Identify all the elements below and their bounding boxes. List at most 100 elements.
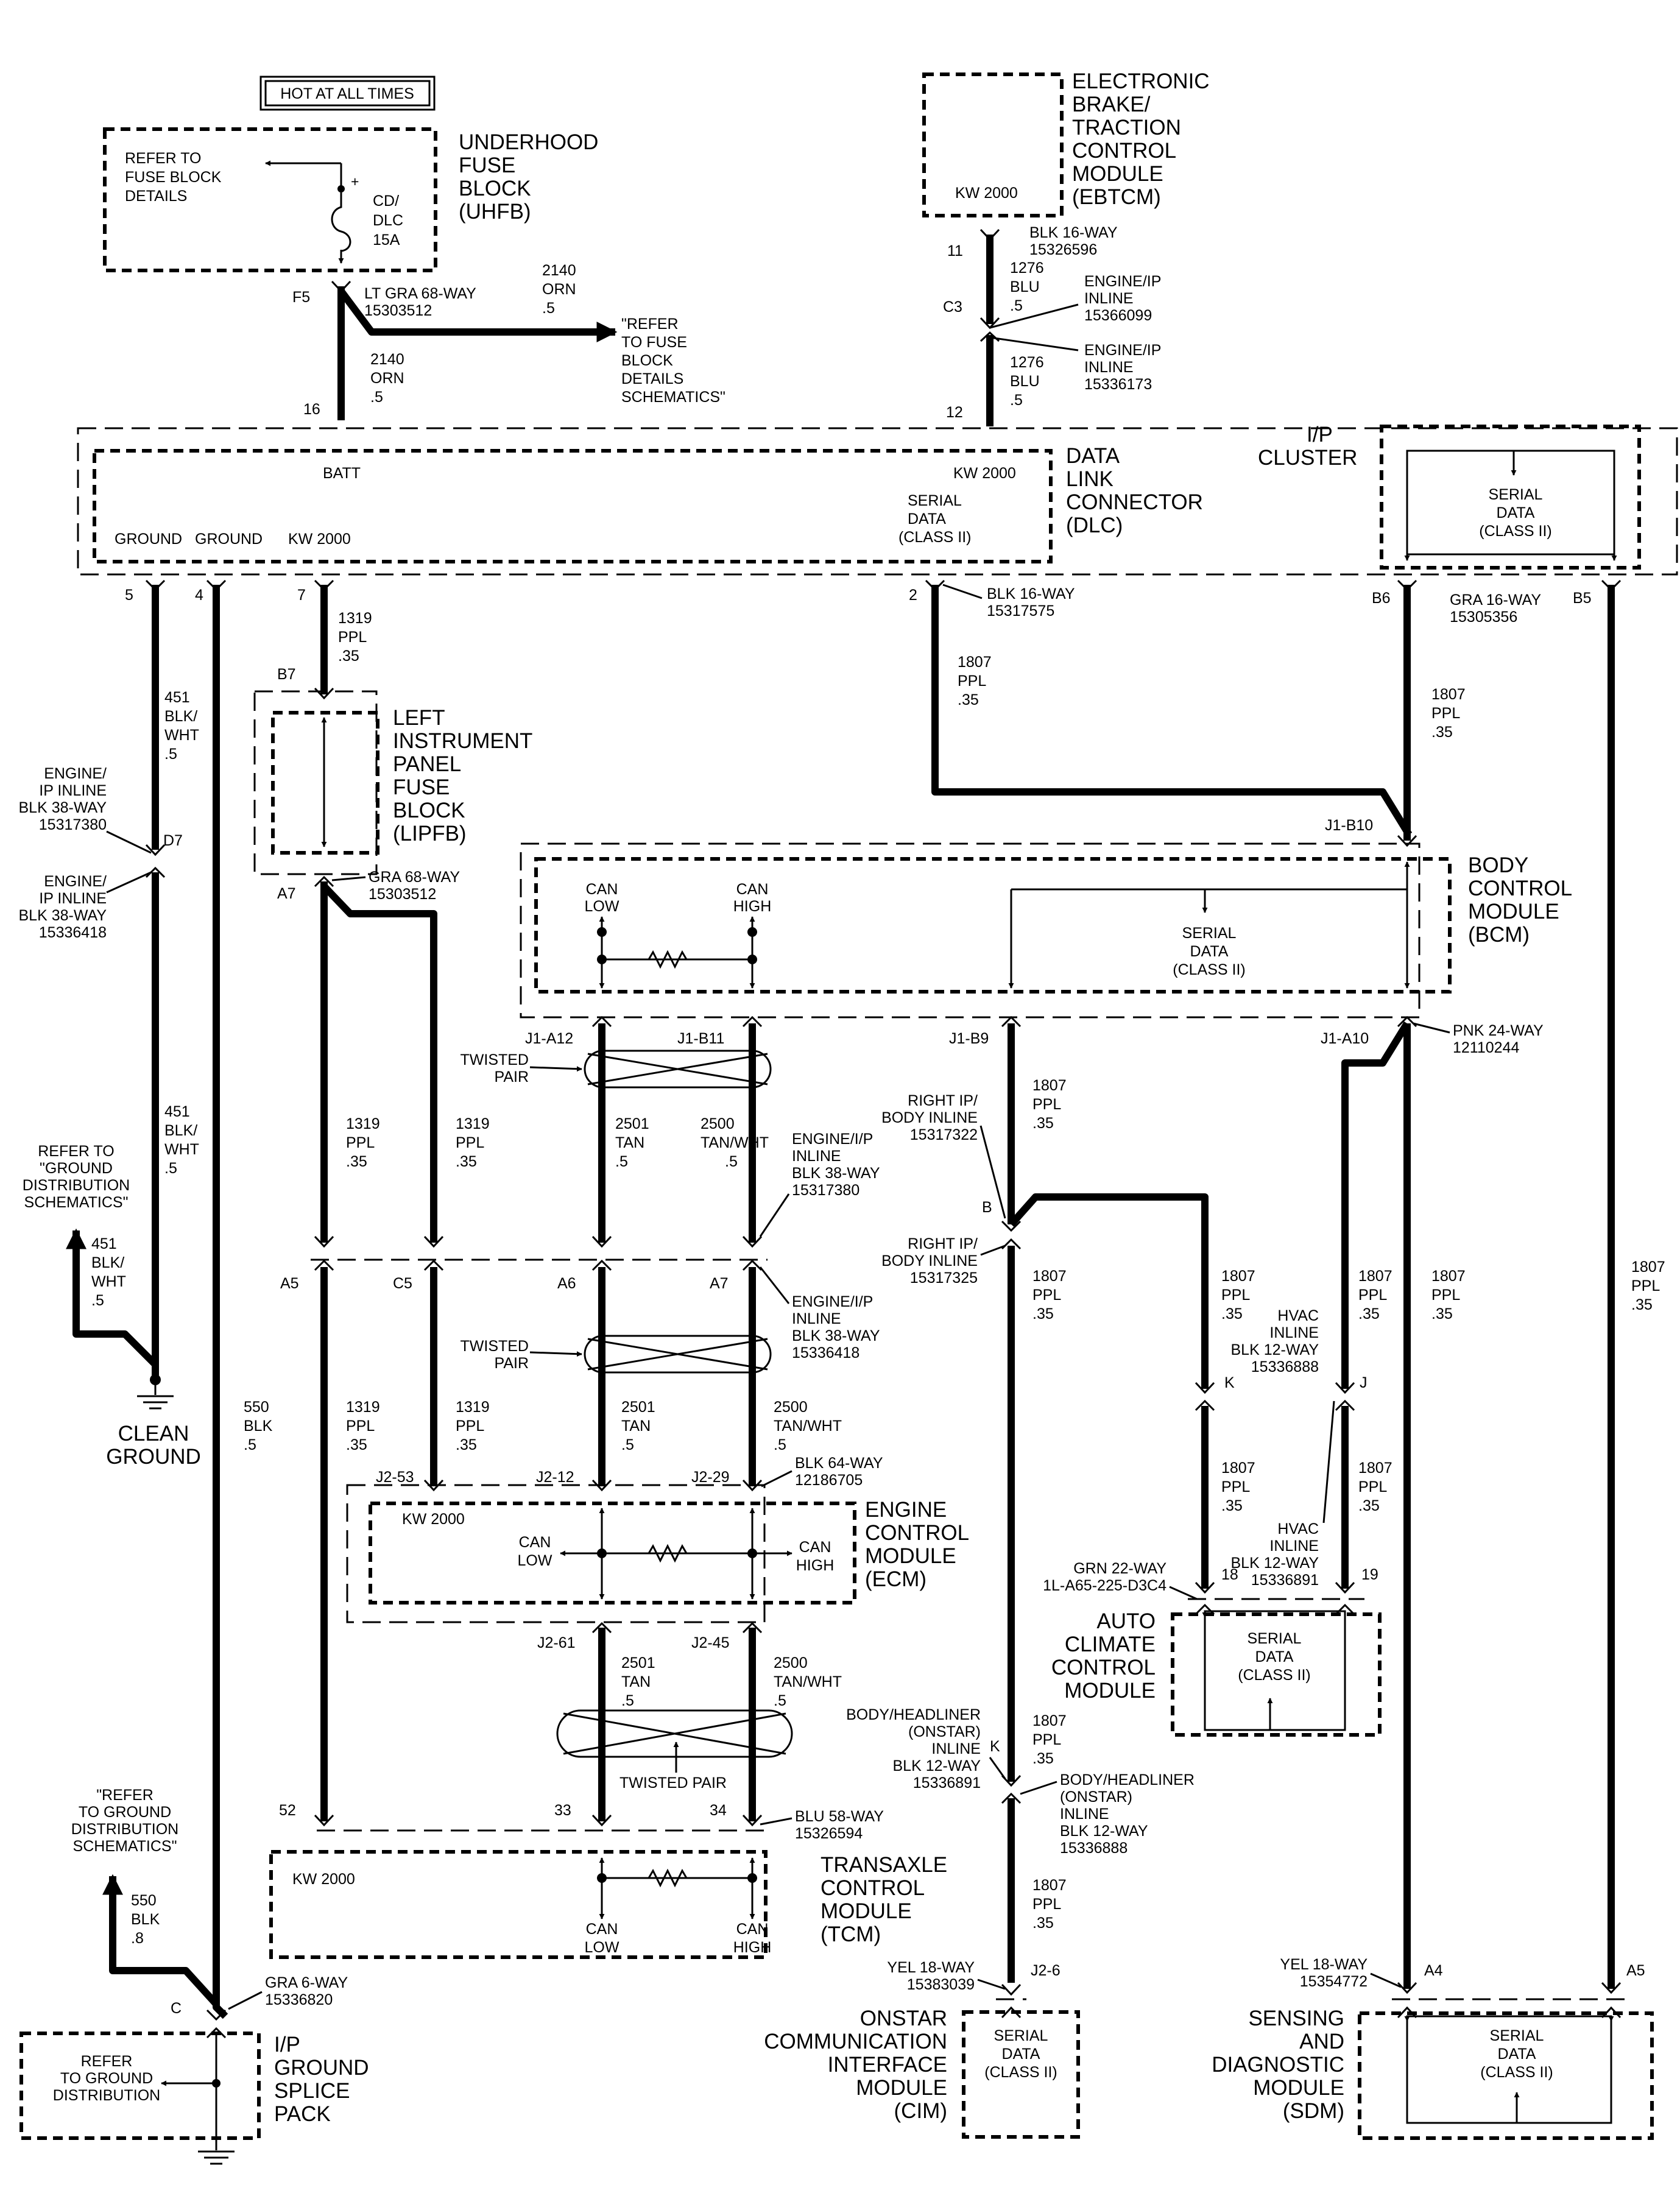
diagram-label: 15383039: [907, 1976, 975, 1993]
diagram-label: (ONSTAR): [908, 1723, 981, 1740]
diagram-label: GROUND: [106, 1445, 201, 1469]
diagram-label: .35: [1032, 1750, 1054, 1767]
diagram-label: CD/: [373, 192, 399, 210]
diagram-label: 19: [1361, 1566, 1378, 1583]
diagram-label: .35: [456, 1153, 477, 1170]
diagram-label: SERIAL: [1490, 2027, 1544, 2044]
diagram-label: BLK 38-WAY: [19, 799, 107, 816]
wire-1807-ppl-dlc-bcm: [931, 585, 1413, 837]
diagram-label: J1-B9: [949, 1030, 989, 1047]
diagram-label: (CLASS II): [984, 2064, 1057, 2081]
diagram-label: INLINE: [792, 1148, 841, 1165]
diagram-label: TWISTED PAIR: [619, 1774, 727, 1792]
diagram-label: +: [351, 174, 359, 189]
diagram-label: FUSE: [459, 154, 515, 177]
diagram-label: 34: [710, 1802, 727, 1819]
diagram-label: PPL: [1221, 1478, 1250, 1495]
diagram-label: 52: [279, 1802, 296, 1819]
diagram-label: CAN: [519, 1534, 551, 1551]
diagram-label: TO GROUND: [60, 2070, 153, 2087]
diagram-label: CONTROL: [1072, 139, 1176, 163]
diagram-label: PACK: [274, 2102, 331, 2126]
diagram-label: 15336888: [1251, 1358, 1319, 1375]
diagram-label: 1319: [346, 1399, 380, 1416]
diagram-label: GRA 16-WAY: [1450, 591, 1541, 609]
diagram-label: .35: [1358, 1305, 1380, 1322]
transaxle-control-module: KW 2000 CAN LOW CAN HIGH TRANSAXLE CONTR…: [269, 1850, 947, 1959]
diagram-label: B: [982, 1199, 992, 1216]
diagram-label: COMMUNICATION: [764, 2030, 947, 2053]
diagram-label: REFER TO: [38, 1143, 115, 1160]
diagram-label: DIAGNOSTIC: [1212, 2053, 1344, 2077]
diagram-label: SCHEMATICS": [621, 389, 725, 406]
diagram-label: DETAILS: [621, 370, 683, 387]
diagram-label: CONTROL: [1051, 1656, 1156, 1679]
diagram-label: .5: [244, 1436, 256, 1453]
diagram-label: BLK: [244, 1417, 273, 1435]
pin-16: 16: [303, 401, 320, 418]
diagram-label: BODY: [1468, 853, 1528, 877]
diagram-label: CONNECTOR: [1066, 490, 1203, 514]
diagram-label: SERIAL: [994, 2027, 1048, 2044]
diagram-label: PPL: [1032, 1096, 1061, 1113]
diagram-label: 451: [164, 1103, 190, 1120]
diagram-label: IP INLINE: [39, 782, 107, 799]
diagram-label: (CLASS II): [1238, 1667, 1310, 1684]
diagram-label: GRA 68-WAY: [369, 869, 460, 886]
diagram-label: .35: [1631, 1296, 1653, 1313]
diagram-label: (ONSTAR): [1060, 1788, 1132, 1806]
diagram-label: TAN/WHT: [774, 1673, 842, 1690]
diagram-label: SPLICE: [274, 2079, 350, 2103]
diagram-label: DISTRIBUTION: [23, 1177, 130, 1194]
wire-550-blk-to-ground-dist: [102, 1874, 219, 2007]
diagram-label: PPL: [338, 629, 367, 646]
diagram-label: LOW: [585, 898, 619, 915]
diagram-label: A6: [557, 1275, 576, 1292]
diagram-label: 1276: [1010, 259, 1044, 277]
ground-symbol-splice: [198, 2132, 235, 2165]
diagram-label: PPL: [1631, 1277, 1660, 1294]
diagram-label: BLK/: [164, 1122, 197, 1139]
diagram-label: BODY/HEADLINER: [1060, 1771, 1195, 1788]
diagram-label: DISTRIBUTION: [53, 2087, 160, 2104]
diagram-label: PPL: [1358, 1287, 1387, 1304]
body-control-module: CAN LOW CAN HIGH SERIAL DATA (CLASS II) …: [534, 853, 1572, 994]
diagram-label: 550: [131, 1892, 157, 1909]
diagram-label: BLK: [131, 1911, 160, 1928]
diagram-label: HVAC: [1277, 1307, 1319, 1324]
diagram-label: CONTROL: [865, 1521, 969, 1545]
diagram-label: TO GROUND: [79, 1804, 171, 1821]
diagram-label: HOT AT ALL TIMES: [280, 85, 414, 102]
diagram-label: CAN: [586, 881, 618, 898]
diagram-label: DATA: [908, 510, 946, 528]
diagram-label: 550: [244, 1399, 269, 1416]
diagram-label: 1807: [1431, 1268, 1466, 1285]
diagram-label: PPL: [958, 673, 986, 690]
diagram-label: BLK 38-WAY: [792, 1327, 880, 1344]
diagram-label: .35: [1431, 724, 1453, 741]
diagram-label: BLK 38-WAY: [19, 907, 107, 924]
diagram-label: BLK 16-WAY: [1029, 224, 1118, 241]
diagram-label: 7: [297, 587, 306, 604]
diagram-label: 1319: [346, 1115, 380, 1132]
diagram-label: KW 2000: [955, 185, 1018, 202]
ip-ground-splice-pack: REFER TO GROUND DISTRIBUTION I/P GROUND …: [19, 2032, 369, 2140]
diagram-label: C: [171, 2000, 182, 2017]
diagram-label: .5: [1010, 297, 1023, 314]
diagram-label: "REFER: [621, 316, 679, 333]
diagram-label: INTERFACE: [828, 2053, 947, 2077]
diagram-label: SCHEMATICS": [24, 1194, 129, 1211]
diagram-label: .35: [456, 1436, 477, 1453]
diagram-label: J1-A10: [1321, 1030, 1369, 1047]
diagram-label: REFER TO: [125, 150, 202, 167]
diagram-label: CAN: [736, 1921, 769, 1938]
diagram-label: DATA: [1255, 1648, 1294, 1665]
diagram-label: KW 2000: [953, 465, 1016, 482]
diagram-label: (SDM): [1283, 2099, 1344, 2123]
diagram-label: .5: [615, 1153, 628, 1170]
diagram-label: B6: [1372, 590, 1391, 607]
diagram-label: DISTRIBUTION: [71, 1821, 178, 1838]
diagram-label: .35: [346, 1436, 367, 1453]
wire-1807-ppl-bcm-to-hvac: [1008, 1193, 1209, 1389]
diagram-label: MODULE: [1064, 1679, 1156, 1703]
